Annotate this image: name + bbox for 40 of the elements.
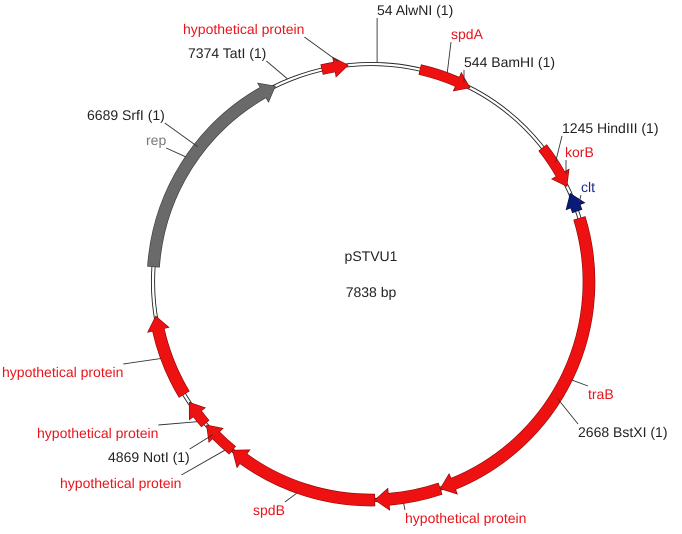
leader-line [266, 60, 288, 80]
leader-line [158, 421, 198, 426]
leader-line [376, 18, 378, 63]
gene-label: hypothetical protein [37, 425, 158, 441]
restriction-site-label: 7374 TatI (1) [188, 45, 266, 61]
leader-line [403, 503, 406, 510]
leader-line [446, 42, 452, 73]
gene-segment [320, 56, 348, 78]
restriction-site-label: 1245 HindIII (1) [562, 120, 658, 136]
leader-line [555, 136, 562, 163]
leader-line [284, 492, 298, 502]
gene-label: hypothetical protein [183, 21, 304, 37]
gene-label: traB [588, 386, 614, 402]
leader-line [189, 434, 214, 450]
leader-line [304, 36, 338, 62]
leader-line [164, 122, 198, 148]
leader-line [166, 148, 186, 158]
gene-label: hypothetical protein [405, 510, 526, 526]
gene-segment [147, 316, 190, 398]
gene-label: spdB [253, 502, 285, 518]
gene-label: hypothetical protein [2, 364, 124, 380]
gene-label: clt [581, 179, 595, 195]
leader-line [122, 358, 161, 364]
plasmid-name: pSTVU1 [344, 248, 398, 264]
plasmid-size: 7838 bp [346, 284, 396, 300]
restriction-site-label: 54 AlwNI (1) [377, 2, 454, 18]
leader-line [578, 194, 582, 203]
leader-line [557, 398, 578, 424]
restriction-site-label: 4869 NotI (1) [108, 449, 190, 465]
gene-label: rep [146, 132, 166, 148]
gene-label: korB [565, 144, 594, 160]
leader-line [572, 380, 588, 386]
gene-label: spdA [451, 26, 483, 42]
restriction-site-label: 2668 BstXI (1) [578, 424, 668, 440]
restriction-site-label: 544 BamHI (1) [464, 54, 556, 70]
restriction-site-label: 6689 SrfI (1) [87, 107, 165, 123]
leader-line [180, 450, 226, 476]
gene-segment [374, 482, 442, 510]
gene-label: hypothetical protein [60, 475, 182, 491]
gene-segment [232, 450, 376, 506]
